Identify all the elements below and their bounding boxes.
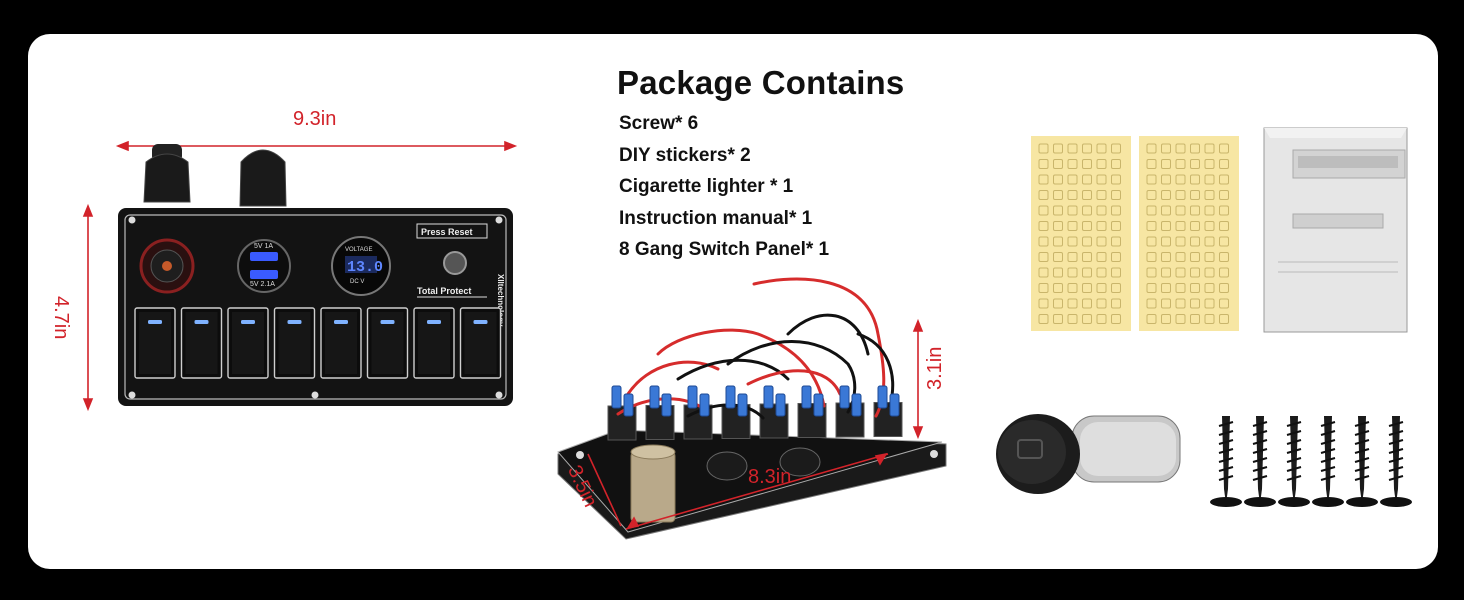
depth-dimension-label: 3.1in	[924, 346, 946, 390]
cigarette-lighter-illustration	[996, 414, 1181, 494]
usb-top-label: 5V 1A	[254, 243, 273, 250]
contents-list: Screw* 6 DIY stickers* 2 Cigarette light…	[619, 108, 829, 266]
contents-item-stickers: DIY stickers* 2	[619, 144, 751, 166]
rocker-switch	[180, 307, 223, 379]
sticker-sheets	[1031, 136, 1239, 331]
contents-item-manual: Instruction manual* 1	[619, 207, 813, 229]
screw	[1346, 416, 1378, 507]
voltmeter-reading: 13.0	[347, 259, 383, 276]
rocker-switch	[227, 307, 269, 379]
screws-illustration	[1210, 416, 1412, 507]
switch-panel-front-illustration: 5V 1A 5V 2.1A VOLTAGE 13.0 DC V Press Re…	[82, 127, 1412, 540]
package-title: Package Contains	[617, 64, 905, 101]
screw	[1312, 416, 1344, 507]
screw	[1210, 416, 1242, 507]
rocker-switch-row	[134, 307, 502, 379]
usb-bottom-label: 5V 2.1A	[250, 281, 275, 288]
total-protect-label: Total Protect	[417, 286, 471, 296]
screw	[1278, 416, 1310, 507]
usb-socket-front	[237, 149, 291, 293]
height-dimension-label: 4.7in	[50, 296, 72, 340]
rocker-switch	[413, 307, 455, 379]
contents-item-lighter: Cigarette lighter * 1	[619, 176, 794, 197]
rocker-switch	[459, 307, 502, 379]
rocker-switch	[320, 307, 362, 379]
reset-button	[443, 251, 467, 275]
brand-label: Xlltechnology	[496, 274, 505, 327]
instruction-manual-illustration	[1263, 127, 1408, 333]
voltmeter-units: DC V	[350, 279, 364, 285]
rocker-switch	[366, 307, 409, 379]
press-reset-label: Press Reset	[421, 227, 473, 237]
screw	[1380, 416, 1412, 507]
screw	[1244, 416, 1276, 507]
width-dimension-label: 9.3in	[293, 108, 337, 130]
contents-item-screws: Screw* 6	[619, 113, 699, 134]
voltmeter-caption: VOLTAGE	[345, 247, 372, 253]
contents-item-panel: 8 Gang Switch Panel* 1	[619, 239, 830, 260]
rocker-switch	[273, 307, 316, 379]
cigarette-socket-front	[139, 144, 195, 294]
rocker-switch	[134, 307, 176, 379]
voltmeter-display	[331, 236, 391, 296]
switch-panel-back-illustration	[557, 277, 947, 540]
base-long-dimension-label: 8.3in	[748, 466, 792, 488]
product-card: Package Contains Screw* 6 DIY stickers* …	[28, 34, 1438, 569]
width-dimension-line	[82, 140, 518, 412]
